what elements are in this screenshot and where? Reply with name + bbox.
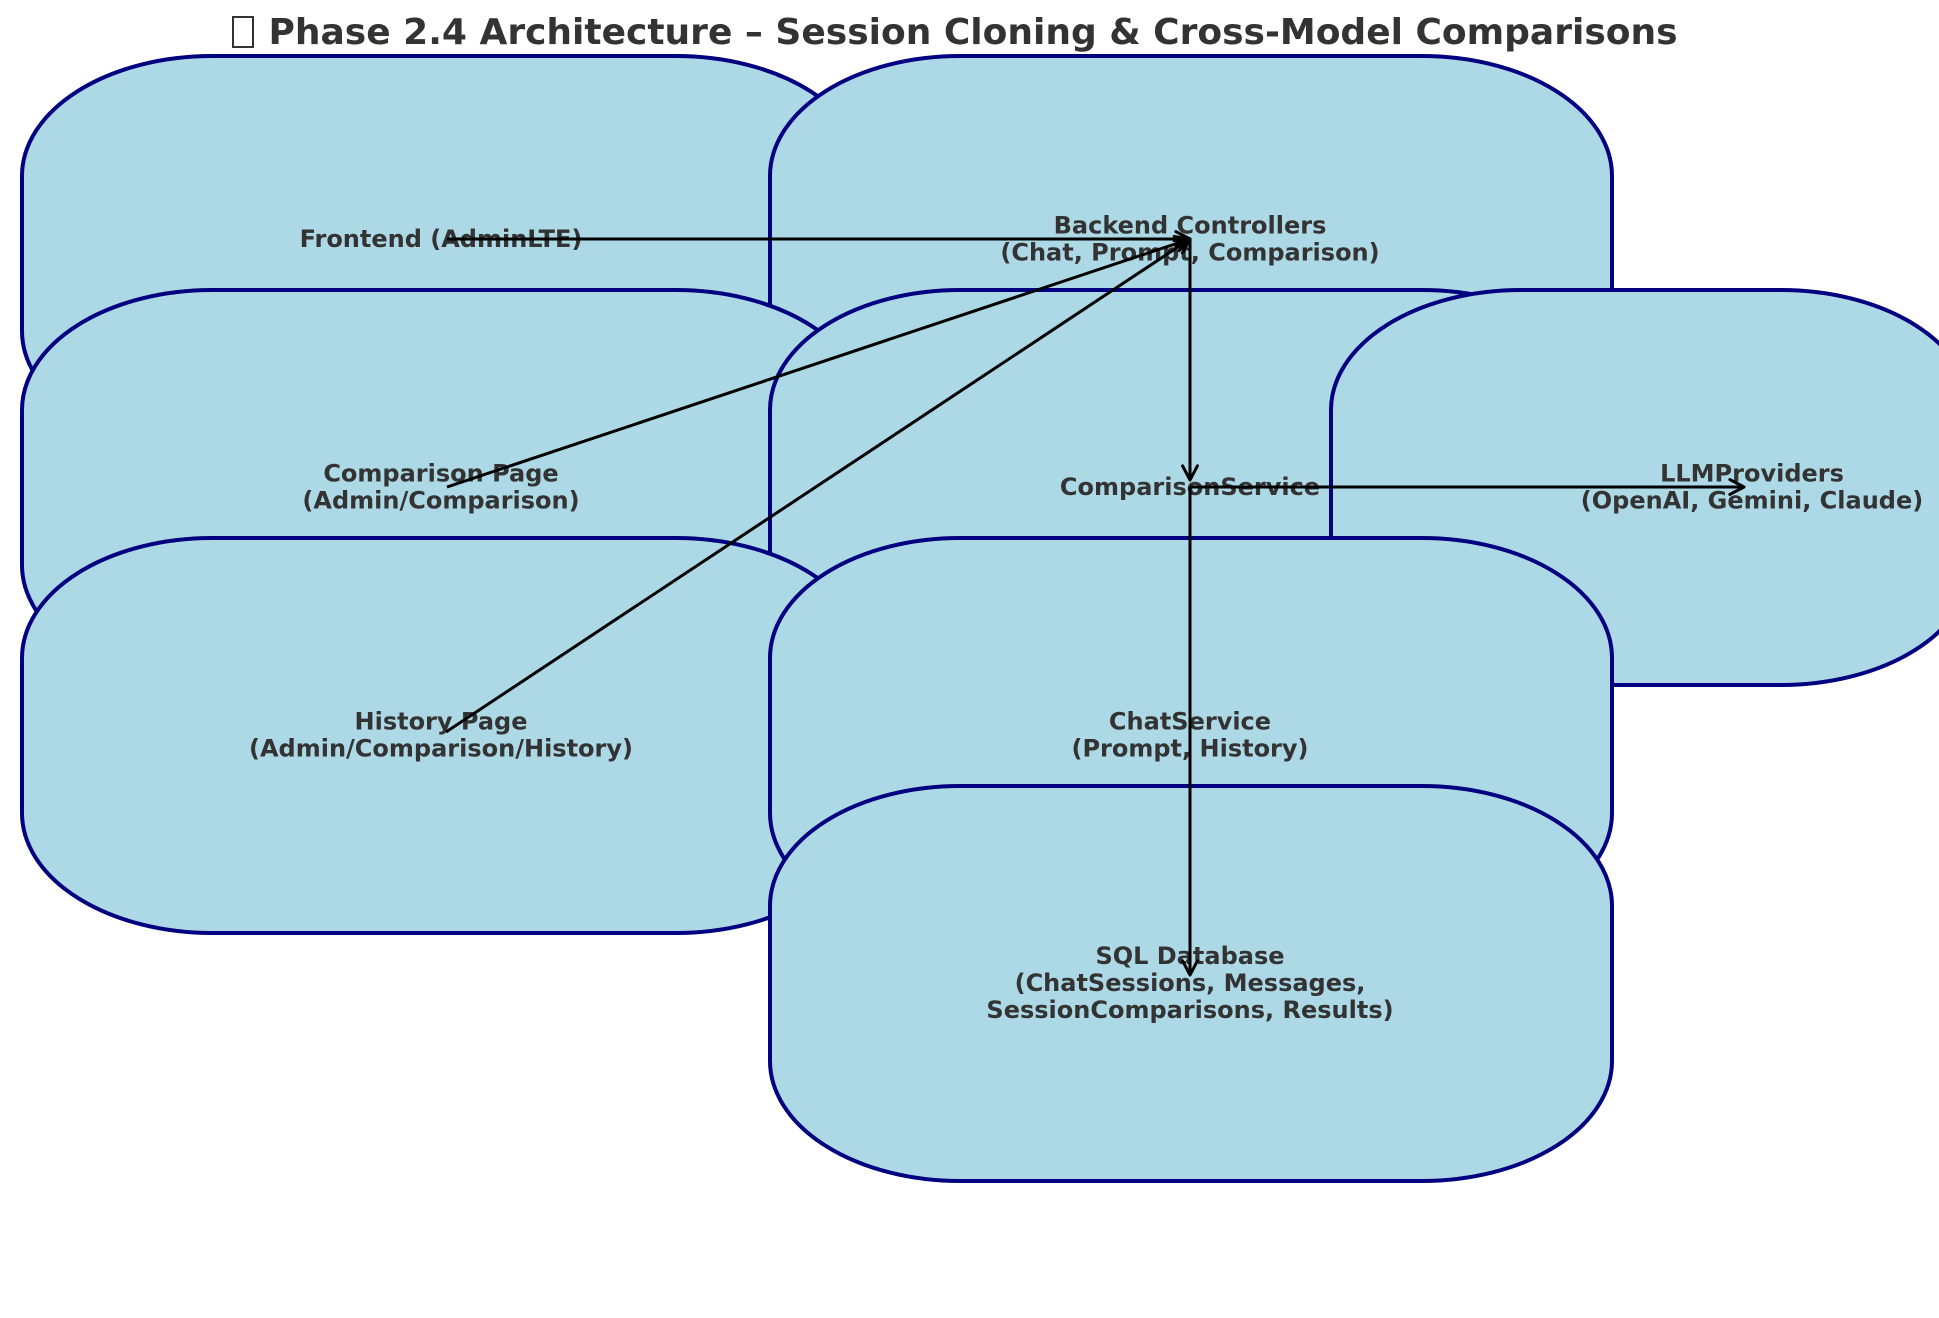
edge-comparison-service-to-llm-providers xyxy=(1190,478,1746,496)
node-label: Comparison Page xyxy=(323,460,558,488)
node-label: (OpenAI, Gemini, Claude) xyxy=(1581,487,1923,515)
node-label: (Admin/Comparison/History) xyxy=(249,735,633,763)
node-label: Backend Controllers xyxy=(1054,212,1327,240)
edge-line xyxy=(445,237,1191,734)
node-label: History Page xyxy=(355,708,528,736)
edge-line xyxy=(446,237,1191,489)
diagram-title: Phase 2.4 Architecture – Session Cloning… xyxy=(0,12,1910,53)
arrowhead xyxy=(1181,464,1199,482)
edge-comparison-service-to-sql-database xyxy=(1181,487,1199,977)
missing-glyph-icon xyxy=(232,16,255,48)
diagram-title-text: Phase 2.4 Architecture – Session Cloning… xyxy=(268,12,1678,53)
node-sql-database: SQL Database(ChatSessions, Messages,Sess… xyxy=(768,784,1614,1183)
node-label: LLMProviders xyxy=(1660,460,1844,488)
node-history-page: History Page(Admin/Comparison/History) xyxy=(20,536,868,935)
arrowhead xyxy=(1728,478,1746,496)
node-label: (Admin/Comparison) xyxy=(302,487,579,515)
node-label: SessionComparisons, Results) xyxy=(986,996,1393,1024)
arrowhead xyxy=(1181,959,1199,977)
edge-backend-to-comparison-service xyxy=(1181,239,1199,482)
